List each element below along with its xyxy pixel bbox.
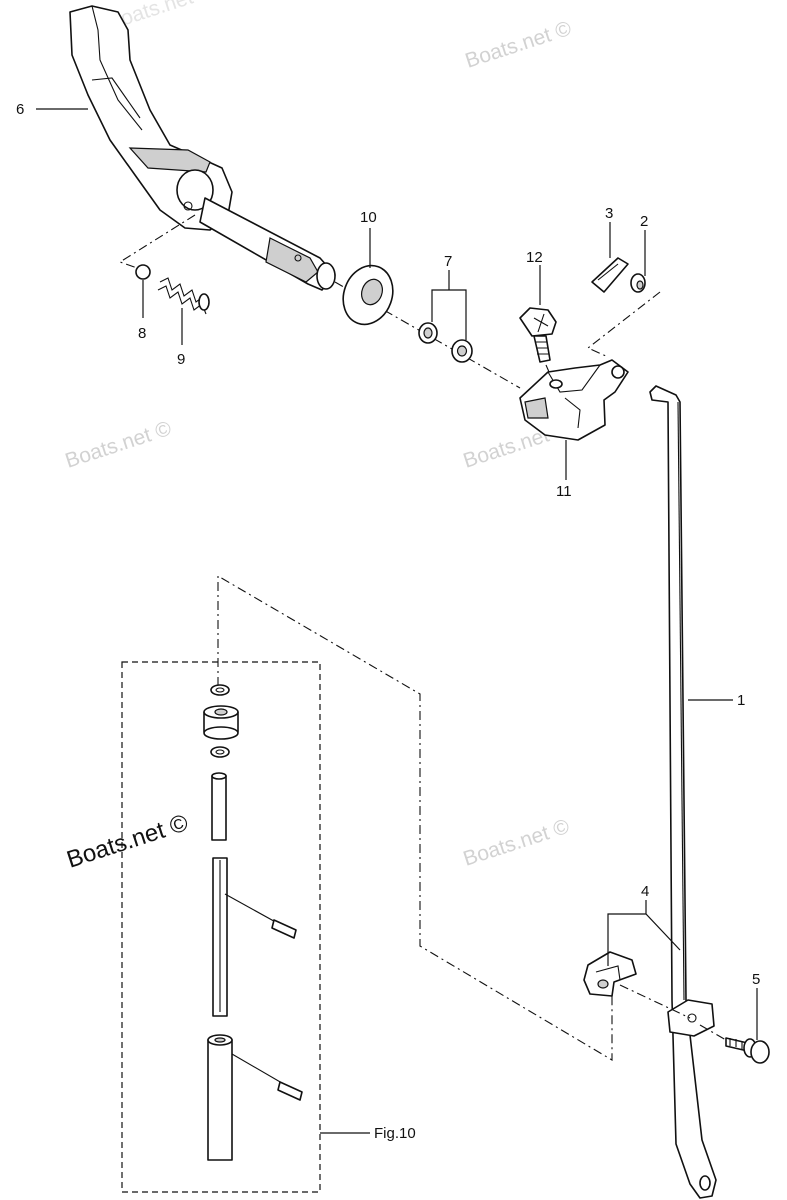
fig-10-components xyxy=(203,684,303,1161)
callout-8: 8 xyxy=(138,325,146,342)
part-12-bolt xyxy=(519,307,557,363)
part-6-tiller-handle xyxy=(69,5,336,291)
callout-1: 1 xyxy=(737,692,745,709)
watermark-lower-left: Boats.net © xyxy=(64,809,192,874)
callout-5: 5 xyxy=(752,971,760,988)
callout-3: 3 xyxy=(605,205,613,222)
leader-7 xyxy=(431,270,467,340)
watermark-mid-left: Boats.net © xyxy=(62,417,174,473)
part-8-ball xyxy=(135,264,151,280)
part-1-rod xyxy=(649,385,717,1199)
callout-6: 6 xyxy=(16,101,24,118)
callout-2: 2 xyxy=(640,213,648,230)
watermark-lower-right: Boats.net © xyxy=(460,815,572,871)
fig-10-reference-box xyxy=(121,661,321,1193)
fig-10-label: Fig.10 xyxy=(374,1125,416,1142)
part-5-bolt xyxy=(725,1037,770,1064)
assembly-line-shaft-to-bracket xyxy=(334,281,521,389)
part-2-washer xyxy=(630,273,646,293)
part-7-washers xyxy=(418,322,473,363)
part-10-washer xyxy=(342,264,394,326)
part-4-clamp xyxy=(583,951,715,1037)
part-3-clip xyxy=(591,257,629,293)
callout-12: 12 xyxy=(526,249,543,266)
callout-10: 10 xyxy=(360,209,377,226)
callout-4: 4 xyxy=(641,883,649,900)
assembly-line-bolt-5 xyxy=(699,1024,727,1041)
watermark-top-right: Boats.net © xyxy=(462,17,574,73)
leader-4 xyxy=(607,900,681,966)
part-11-bracket xyxy=(519,359,629,441)
reference-link-line xyxy=(217,575,613,1061)
callout-9: 9 xyxy=(177,351,185,368)
part-9-spring xyxy=(157,277,210,315)
callouts: 6 10 7 8 9 12 3 2 11 1 4 5 Fig.10 xyxy=(16,101,760,1142)
assembly-line-clamp xyxy=(619,984,691,1019)
assembly-line-clip-to-bracket xyxy=(586,291,661,357)
callout-7: 7 xyxy=(444,253,452,270)
callout-11: 11 xyxy=(556,483,572,500)
